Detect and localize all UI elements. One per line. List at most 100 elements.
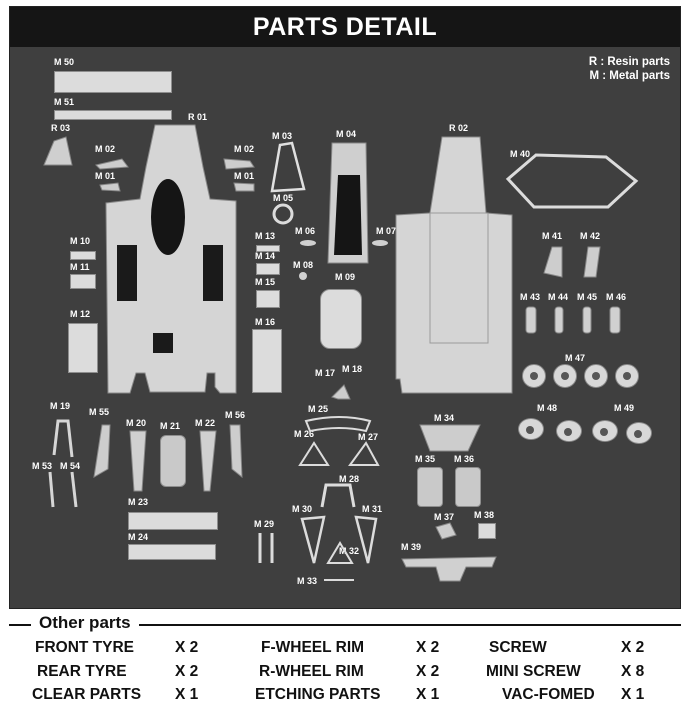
label-m47: M 47 [565,353,586,363]
part-m41 [543,246,563,278]
label-m11: M 11 [70,262,90,272]
part-m01b [233,182,255,192]
label-m55: M 55 [89,407,110,417]
part-m01a [99,182,121,192]
part-m46 [609,306,621,334]
part-m39 [401,556,497,582]
part-m47-disc-3 [584,364,608,388]
other-part-name: VAC-FOMED [502,686,595,703]
part-m37 [435,522,457,540]
other-part-name: R-WHEEL RIM [259,663,364,680]
part-m43 [525,306,537,334]
other-part-name: CLEAR PARTS [32,686,142,703]
other-part-name: F-WHEEL RIM [261,639,365,656]
other-part-qty: X 2 [416,639,440,656]
legend: R : Resin parts M : Metal parts [589,55,670,83]
label-m23: M 23 [128,497,149,507]
part-m47-disc-2 [553,364,577,388]
part-r02 [395,136,513,394]
other-part-qty: X 2 [175,639,199,656]
part-m04-inner [334,175,362,255]
label-m12: M 12 [70,309,91,319]
part-m34 [419,424,481,452]
label-m51: M 51 [54,97,75,107]
part-m53 [48,471,55,508]
label-m49: M 49 [614,403,635,413]
part-r01 [105,124,237,394]
part-r02-inner [429,212,489,344]
part-m03 [270,141,306,193]
part-r01-right-opening [203,245,223,301]
part-r03 [43,136,73,166]
other-part-qty: X 2 [175,663,199,680]
other-part-qty: X 1 [416,686,440,703]
label-m34: M 34 [434,413,455,423]
part-m02a [95,158,129,170]
label-m29: M 29 [254,519,275,529]
label-m02a: M 02 [95,144,116,154]
part-m55 [93,424,111,478]
other-part-qty: X 2 [621,639,645,656]
label-m28: M 28 [339,474,360,484]
part-m45 [582,306,592,334]
label-m54: M 54 [60,461,81,471]
label-m25: M 25 [308,404,329,414]
part-m21 [160,435,186,487]
label-m01b: M 01 [234,171,255,181]
label-m01a: M 01 [95,171,116,181]
label-m32: M 32 [339,546,360,556]
label-m46: M 46 [606,292,627,302]
label-m19: M 19 [50,401,71,411]
label-m31: M 31 [362,504,383,514]
part-m17-m18 [331,384,351,400]
label-m07: M 07 [376,226,397,236]
parts-detail-panel: PARTS DETAIL R : Resin parts M : Metal p… [9,6,681,609]
part-m49-disc-2 [626,422,652,444]
part-m56 [229,424,243,479]
part-m48-disc-2 [556,420,582,442]
part-m23 [128,512,218,530]
part-m28 [320,483,356,508]
label-m50: M 50 [54,57,75,67]
label-m05: M 05 [273,193,294,203]
other-part-name: ETCHING PARTS [255,686,381,703]
part-m44 [554,306,564,334]
other-part-qty: X 1 [621,686,645,703]
part-m26 [298,441,330,466]
part-m08 [299,272,307,280]
part-m05 [272,203,294,225]
label-m10: M 10 [70,236,91,246]
part-m38 [478,523,496,539]
other-part-qty: X 1 [175,686,199,703]
part-m25 [304,416,372,433]
legend-metal: M : Metal parts [589,70,670,82]
part-m32 [326,541,354,564]
label-m14: M 14 [255,251,276,261]
part-m13 [256,245,280,252]
other-part-name: SCREW [489,639,547,656]
label-m35: M 35 [415,454,436,464]
label-m41: M 41 [542,231,563,241]
label-m17: M 17 [315,368,336,378]
part-m24 [128,544,216,560]
label-m39: M 39 [401,542,422,552]
other-part-qty: X 8 [621,663,645,680]
part-r01-rear-opening [153,333,173,353]
legend-resin: R : Resin parts [588,56,670,68]
part-m36 [455,467,481,507]
label-m18: M 18 [342,364,363,374]
label-m15: M 15 [255,277,276,287]
label-m56: M 56 [225,410,246,420]
part-m19 [52,419,74,458]
label-r01: R 01 [188,112,208,122]
label-m40: M 40 [510,149,531,159]
label-m42: M 42 [580,231,601,241]
label-m20: M 20 [126,418,147,428]
part-m15 [256,290,280,308]
parts-illustration [43,124,639,582]
part-m50 [54,71,172,93]
part-m47-disc-4 [615,364,639,388]
label-m53: M 53 [32,461,53,471]
other-parts-section: Other parts FRONT TYRE X 2 REAR TYRE X 2… [9,612,681,712]
label-m26: M 26 [294,429,315,439]
